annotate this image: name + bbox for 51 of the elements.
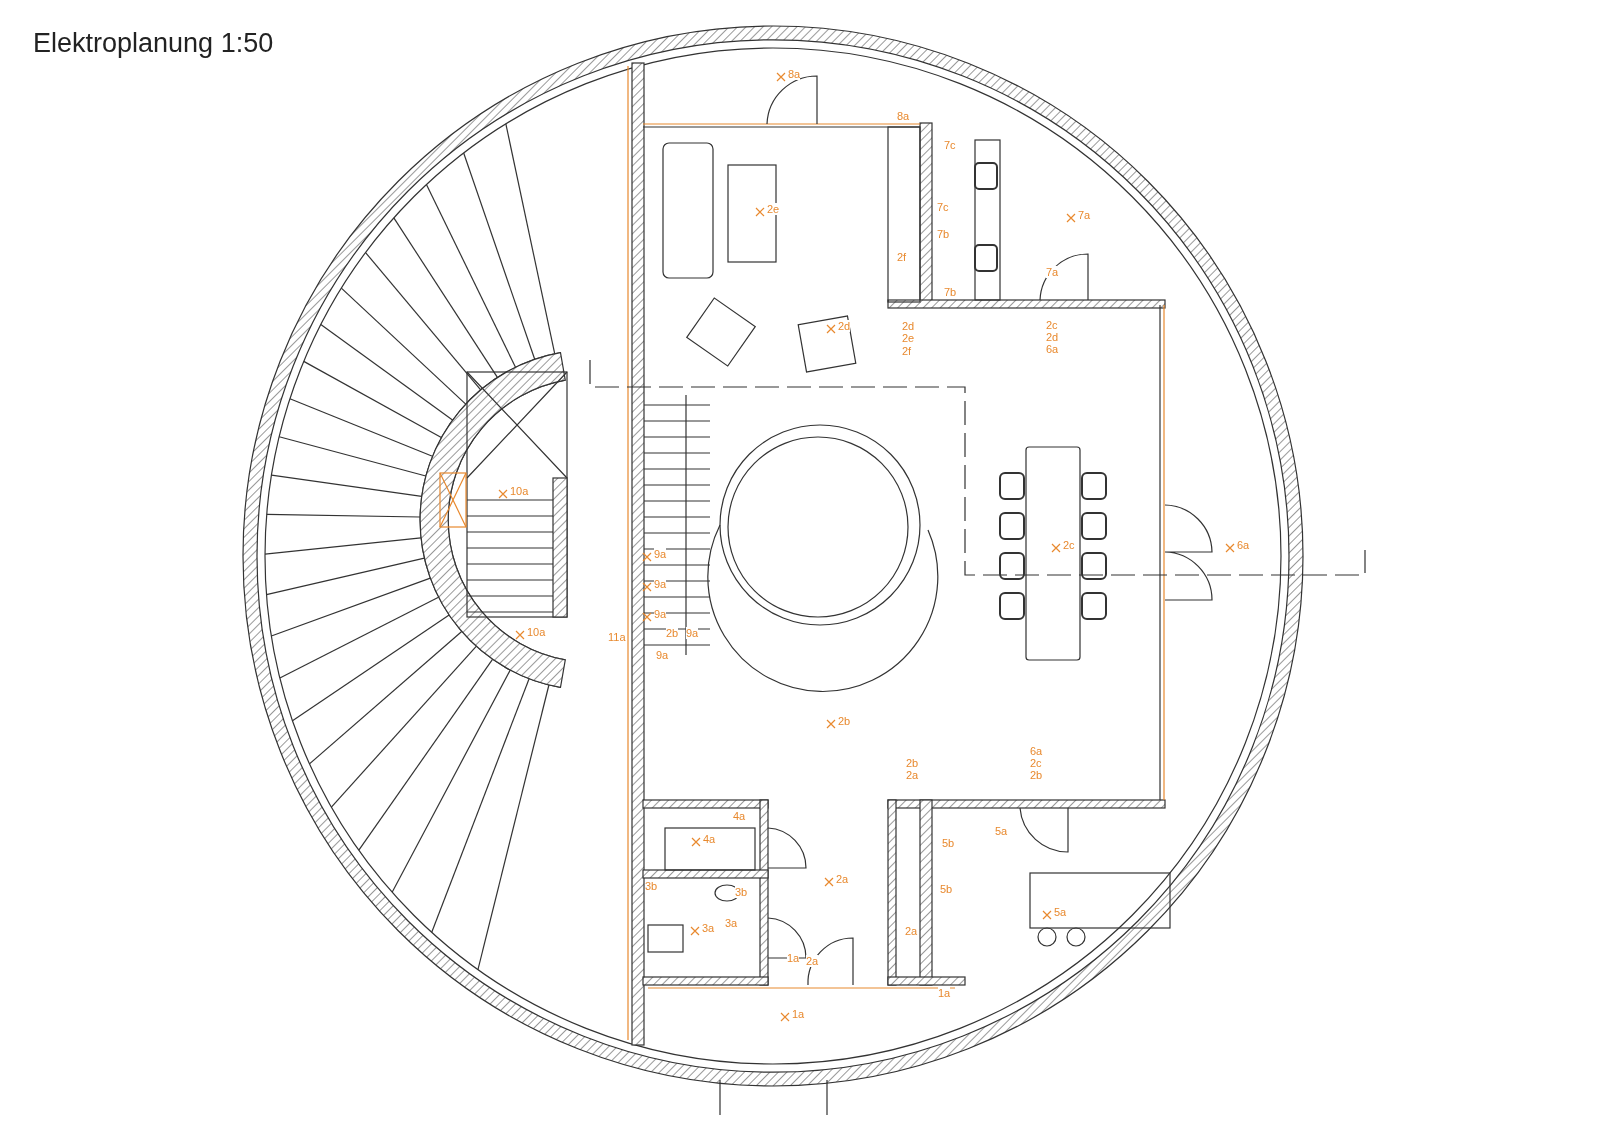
circuit-label: 2b [666, 627, 679, 639]
circuit-label: 8a [788, 68, 801, 80]
circuit-label: 7a [1046, 266, 1059, 278]
circuit-label: 7b [944, 286, 957, 298]
circuit-label: 2c [1063, 539, 1075, 551]
circuit-label: 3b [645, 880, 658, 892]
circuit-label: 9a [656, 649, 669, 661]
circuit-label: 2b [906, 757, 919, 769]
circuit-label: 9a [654, 548, 667, 560]
circuit-label: 2b [1030, 769, 1043, 781]
circuit-label: 3a [702, 922, 715, 934]
circuit-label: 2d [838, 320, 851, 332]
circuit-label: 2a [806, 955, 819, 967]
circuit-label: 6a [1046, 343, 1059, 355]
circuit-label: 4a [733, 810, 746, 822]
circuit-label: 10a [527, 626, 546, 638]
circuit-label: 2f [897, 251, 907, 263]
circuit-label: 5a [995, 825, 1008, 837]
circuit-label: 2a [836, 873, 849, 885]
circuit-label: 6a [1030, 745, 1043, 757]
circuit-label: 7b [937, 228, 950, 240]
circuit-label: 2c [1046, 319, 1058, 331]
circuit-label: 2e [767, 203, 780, 215]
circuit-label: 2c [1030, 757, 1042, 769]
circuit-label: 3b [735, 886, 748, 898]
circuit-label: 9a [654, 578, 667, 590]
circuit-label: 2d [902, 320, 915, 332]
circuit-label: 9a [686, 627, 699, 639]
circuit-label: 10a [510, 485, 529, 497]
circuit-label: 9a [654, 608, 667, 620]
circuit-label: 2b [838, 715, 851, 727]
circuit-label: 4a [703, 833, 716, 845]
circuit-label: 7c [944, 139, 956, 151]
circuit-label: 1a [938, 987, 951, 999]
circuit-label: 2f [902, 345, 912, 357]
drawing-title: Elektroplanung 1:50 [33, 28, 274, 59]
circuit-label: 5b [942, 837, 955, 849]
circuit-label: 6a [1237, 539, 1250, 551]
circuit-label: 2e [902, 332, 915, 344]
circuit-label: 2a [905, 925, 918, 937]
circuit-label: 1a [792, 1008, 805, 1020]
circuit-label: 2a [906, 769, 919, 781]
circuit-label: 1a [787, 952, 800, 964]
circuit-label: 3a [725, 917, 738, 929]
circuit-label: 2d [1046, 331, 1059, 343]
circuit-label: 7c [937, 201, 949, 213]
circuit-label: 8a [897, 110, 910, 122]
circuit-label: 5a [1054, 906, 1067, 918]
circuit-label: 11a [608, 631, 626, 643]
circuit-label: 7a [1078, 209, 1091, 221]
circuit-label: 5b [940, 883, 953, 895]
